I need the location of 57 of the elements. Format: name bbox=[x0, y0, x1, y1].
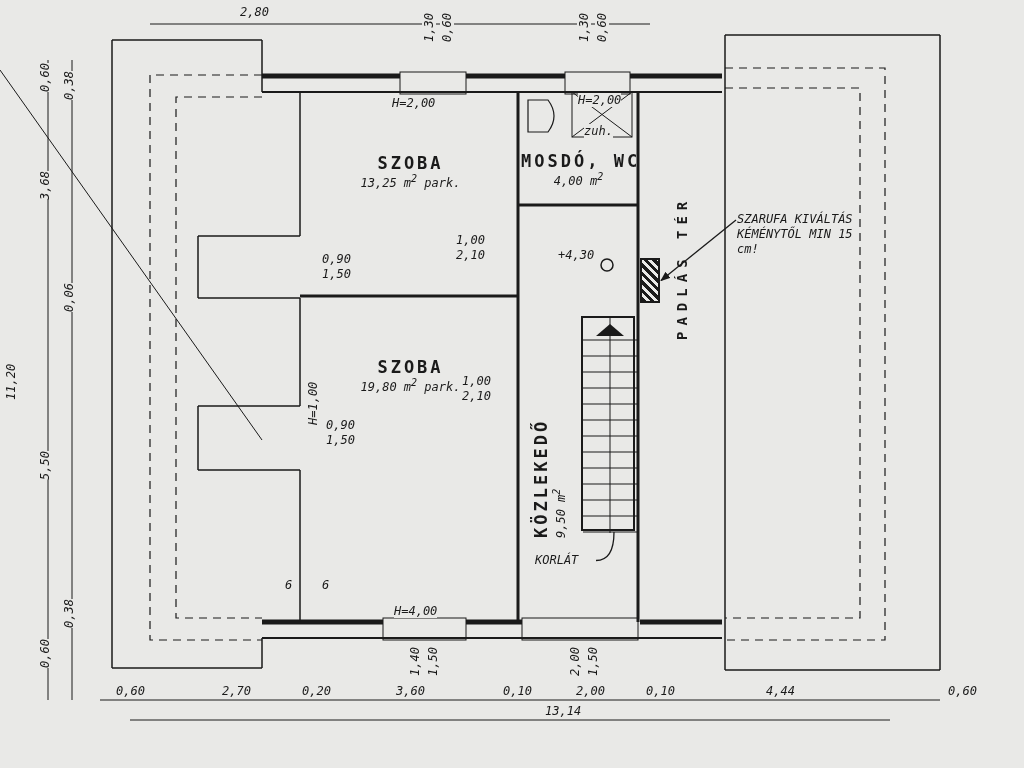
dimension-label: 1,30 bbox=[422, 13, 436, 42]
dimension-label: 13,14 bbox=[545, 704, 582, 718]
dimension-label: 1,50 bbox=[322, 267, 351, 281]
dimension-label: 3,60 bbox=[396, 684, 425, 698]
dimension-label: 2,70 bbox=[222, 684, 251, 698]
dimension-label: 1,40 bbox=[408, 647, 422, 676]
dimension-label: 0,10 bbox=[503, 684, 532, 698]
dimension-label: H=1,00 bbox=[306, 381, 320, 425]
chimney bbox=[640, 258, 660, 303]
dimension-label: 6 bbox=[285, 578, 293, 592]
room-name: MOSDÓ, WC bbox=[521, 151, 641, 171]
dimension-label: 1,30 bbox=[577, 13, 591, 42]
dimension-label: 1,50 bbox=[586, 647, 600, 676]
staircase-drawing bbox=[581, 316, 635, 531]
dimension-label: 0,38 bbox=[62, 71, 76, 100]
dimension-label: 2,80 bbox=[240, 5, 269, 19]
leader-line bbox=[660, 219, 737, 282]
dimension-label: +4,30 bbox=[558, 248, 595, 262]
dimension-label: zuh. bbox=[584, 124, 613, 138]
room-name: SZOBA bbox=[377, 153, 444, 173]
dimension-label: H=4,00 bbox=[394, 604, 438, 618]
dimension-label: 0,60 bbox=[38, 63, 52, 92]
room-name: SZOBA bbox=[377, 357, 444, 377]
dimension-label: 0,10 bbox=[646, 684, 675, 698]
dimension-label: 4,44 bbox=[766, 684, 795, 698]
room-area: 19,80 m$^{2}$ park. bbox=[360, 377, 461, 394]
callout-text: KORLÁT bbox=[535, 553, 595, 568]
room-name: PADLÁS TÉR bbox=[674, 195, 690, 340]
dimension-label: 2,10 bbox=[462, 389, 491, 403]
room-area: 13,25 m$^{2}$ park. bbox=[360, 173, 461, 190]
dimension-label: H=2,00 bbox=[392, 96, 436, 110]
dimension-label: 0,60 bbox=[440, 13, 454, 42]
leader-line bbox=[595, 531, 615, 562]
dimension-label: 0,60 bbox=[116, 684, 145, 698]
dimension-label: 0,90 bbox=[326, 418, 355, 432]
dimension-label: 0,60 bbox=[595, 13, 609, 42]
dimension-label: 1,50 bbox=[326, 433, 355, 447]
dimension-label: 0,60 bbox=[38, 639, 52, 668]
dimension-label: 2,00 bbox=[576, 684, 605, 698]
dimension-label: 0,90 bbox=[322, 252, 351, 266]
dimension-label: 0,38 bbox=[62, 599, 76, 628]
dimension-label: 0,06 bbox=[62, 283, 76, 312]
note-text: SZARUFA KIVÁLTÁS KÉMÉNYTŐL MIN 15 cm! bbox=[737, 212, 855, 257]
dimension-label: 0,60 bbox=[948, 684, 977, 698]
dimension-label: 5,50 bbox=[38, 451, 52, 480]
dimension-label: 1,00 bbox=[456, 233, 485, 247]
dimension-label: 0,20 bbox=[302, 684, 331, 698]
room-name: KÖZLEKEDŐ bbox=[531, 418, 551, 538]
dimension-label: 2,00 bbox=[568, 647, 582, 676]
dimension-label: H=2,00 bbox=[578, 93, 622, 107]
dimension-label: 3,68 bbox=[38, 171, 52, 200]
dimension-label: 2,10 bbox=[456, 248, 485, 262]
dimension-label: 6 bbox=[322, 578, 330, 592]
dimension-label: 11,20 bbox=[4, 363, 18, 400]
dimension-label: 1,50 bbox=[426, 647, 440, 676]
room-area: 4,00 m$^{2}$ bbox=[553, 171, 604, 188]
dimension-label: 1,00 bbox=[462, 374, 491, 388]
